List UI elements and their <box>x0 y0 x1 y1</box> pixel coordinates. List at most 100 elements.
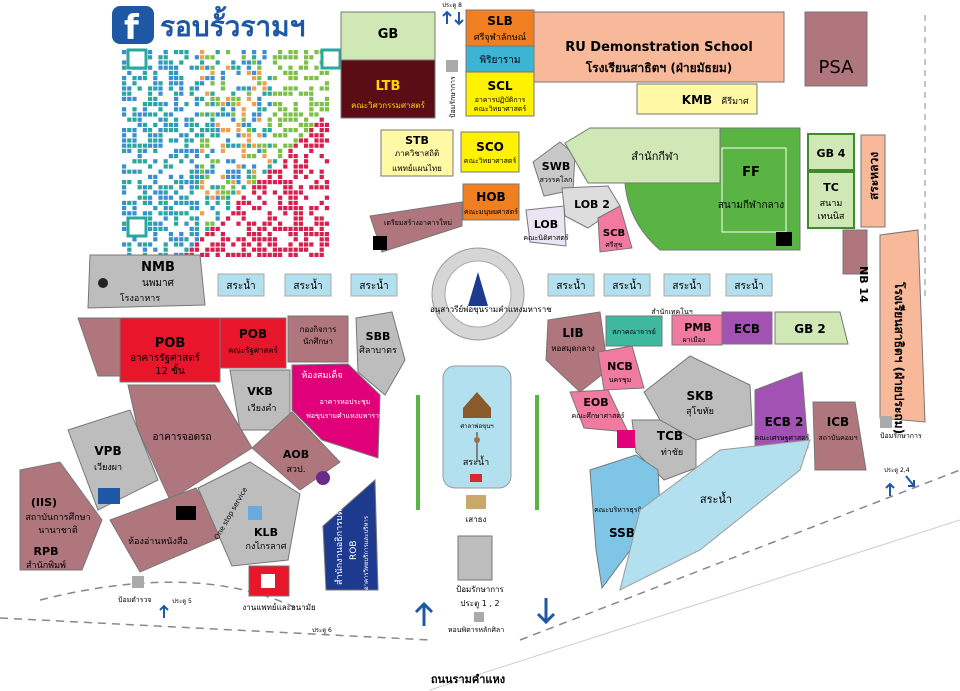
pool-3[interactable]: สระน้ำ <box>350 273 398 297</box>
svg-text:SSB: SSB <box>609 526 635 540</box>
building-icb[interactable]: ICB สถาบันคอมฯ <box>812 401 867 471</box>
building-stb[interactable]: STB ภาควิชาสถิติ แพทย์แผนไทย <box>380 129 454 177</box>
building-gb2[interactable]: GB 2 <box>774 311 849 345</box>
building-tcb[interactable]: TCB ท่าชัย <box>617 419 697 481</box>
svg-text:GB 2: GB 2 <box>794 322 826 336</box>
facebook-header[interactable]: f รอบรั้วรามฯ <box>112 5 305 48</box>
building-convention[interactable]: ห้องสมเด็จ อาคารหอประชุม พ่อขุนรามคำแหงม… <box>291 363 384 459</box>
field-ff[interactable]: FF สนามกีฬากลาง <box>624 127 801 251</box>
svg-text:คณะวิทยาศาสตร์: คณะวิทยาศาสตร์ <box>464 157 517 165</box>
building-psa[interactable]: PSA <box>804 11 868 87</box>
pool-2[interactable]: สระน้ำ <box>284 273 332 297</box>
building-kmb[interactable]: KMB คีรีมาศ <box>636 83 758 115</box>
building-demo-school[interactable]: RU Demonstration School โรงเรียนสาธิตฯ (… <box>533 11 785 83</box>
svg-text:ศาลาพ่อขุนฯ: ศาลาพ่อขุนฯ <box>460 423 493 430</box>
pool-1[interactable]: สระน้ำ <box>217 273 265 297</box>
building-gb[interactable]: GB <box>340 11 436 61</box>
svg-text:สถาบันคอมฯ: สถาบันคอมฯ <box>818 434 857 442</box>
svg-text:สำนักเทคโนฯ: สำนักเทคโนฯ <box>651 307 692 316</box>
building-demo-primary[interactable]: โรงเรียนสาธิตฯ (ฝ่ายประถม) <box>879 229 926 434</box>
building-sbb[interactable]: SBB ศิลาบาตร <box>355 311 406 396</box>
building-sco[interactable]: SCO คณะวิทยาศาสตร์ <box>460 131 520 173</box>
building-phiriyaram[interactable]: พิริยาราม <box>465 45 535 73</box>
restroom-icon <box>373 236 387 250</box>
gate-2-4[interactable]: ประตู 2,4 <box>884 467 915 496</box>
pools-west[interactable]: สระน้ำ สระน้ำ สระน้ำ สระน้ำ สระน้ำ สระน้ำ สระน… <box>217 273 773 297</box>
building-new-construction[interactable]: เตรียมสร้างอาคารใหม่ <box>369 201 463 253</box>
building-tc[interactable]: TC สนาม เทนนิส <box>807 171 855 229</box>
building-hob[interactable]: HOB คณะมนุษยศาสตร์ <box>462 183 520 221</box>
pond-sarahlong[interactable]: สระหลวง <box>860 134 886 228</box>
svg-text:คณะศึกษาศาสตร์: คณะศึกษาศาสตร์ <box>571 411 624 420</box>
building-iis[interactable]: (IIS) สถาบันการศึกษา นานาชาติ RPB สำนักพ… <box>19 461 120 571</box>
svg-text:SKB: SKB <box>686 389 713 403</box>
building-eob[interactable]: EOB คณะศึกษาศาสตร์ <box>569 389 629 433</box>
guard-post-icon <box>446 60 458 72</box>
flagpole[interactable]: เสาธง <box>466 474 487 524</box>
svg-text:โรงเรียนสาธิตฯ (ฝ่ายมัธยม): โรงเรียนสาธิตฯ (ฝ่ายมัธยม) <box>585 60 733 75</box>
building-parking[interactable]: อาคารจอดรถ <box>127 384 253 501</box>
svg-text:RU Demonstration School: RU Demonstration School <box>565 40 753 55</box>
building-student-affairs[interactable]: กองกิจการ นักศึกษา <box>287 315 349 363</box>
building-sports-office[interactable]: สำนักกีฬา <box>564 127 721 184</box>
building-pob-big[interactable]: POB อาคารรัฐศาสตร์ 12 ชั้น <box>77 317 221 383</box>
svg-text:คณะมนุษยศาสตร์: คณะมนุษยศาสตร์ <box>464 208 518 216</box>
svg-text:ป้อมตำรวจ: ป้อมตำรวจ <box>118 596 152 604</box>
building-ncb[interactable]: NCB นครชุม <box>597 345 645 391</box>
svg-text:สระน้ำ: สระน้ำ <box>463 455 489 468</box>
guard-post-icon <box>132 576 144 588</box>
building-rob[interactable]: สำนักงานอธิการบดี ROB อาคารวิทยบริการและ… <box>322 478 379 591</box>
svg-text:หอนพิตารหลักศิลา: หอนพิตารหลักศิลา <box>448 626 504 634</box>
page-name: รอบรั้วรามฯ <box>160 5 305 43</box>
svg-text:กงไกรลาศ: กงไกรลาศ <box>246 541 287 552</box>
gate-8[interactable]: ประตู 8 ป้อมรักษาการ <box>442 2 464 118</box>
pool-5[interactable]: สระน้ำ <box>603 273 651 297</box>
building-nmb[interactable]: NMB นพมาศ โรงอาหาร <box>87 254 206 309</box>
building-vpb[interactable]: VPB เวียงผา <box>67 409 159 511</box>
svg-text:คณะวิศวกรรมศาสตร์: คณะวิศวกรรมศาสตร์ <box>351 100 425 110</box>
svg-text:ห้องอ่านหนังสือ: ห้องอ่านหนังสือ <box>128 536 188 547</box>
building-scb[interactable]: SCB ศรีสุข <box>597 205 633 253</box>
clinic[interactable]: งานแพทย์และอนามัย <box>242 565 316 612</box>
building-lob[interactable]: LOB คณะนิติศาสตร์ <box>523 205 569 247</box>
building-skb[interactable]: SKB สุโขทัย <box>643 355 753 441</box>
svg-text:ROB: ROB <box>349 540 359 560</box>
building-klb[interactable]: One stop service KLB กงไกรลาศ <box>197 461 301 567</box>
building-ecb2[interactable]: ECB 2 คณะเศรษฐศาสตร์ <box>754 371 810 449</box>
svg-text:อนุสาวรีย์พ่อขุนรามคำแหงมหาราช: อนุสาวรีย์พ่อขุนรามคำแหงมหาราช <box>430 304 552 314</box>
building-gb4[interactable]: GB 4 <box>807 133 855 171</box>
pool-7[interactable]: สระน้ำ <box>725 273 773 297</box>
svg-text:VPB: VPB <box>94 444 121 458</box>
monument[interactable]: อนุสาวรีย์พ่อขุนรามคำแหงมหาราช <box>430 247 552 341</box>
building-scl[interactable]: SCL อาคารปฏิบัติการ คณะวิทยาศาสตร์ <box>465 71 535 117</box>
building-aob[interactable]: AOB สวป. <box>251 411 341 491</box>
building-teacher-union[interactable]: สภาคณาจารย์ <box>605 315 663 347</box>
shrine-icon <box>463 392 491 408</box>
pool-6[interactable]: สระน้ำ <box>663 273 711 297</box>
facebook-icon[interactable] <box>112 6 154 44</box>
building-ecb[interactable]: ECB <box>721 311 773 345</box>
svg-text:(IIS): (IIS) <box>31 496 57 509</box>
pool-label: สระน้ำ <box>612 278 641 292</box>
building-vkb[interactable]: VKB เวียงคำ <box>229 369 291 431</box>
reading-room[interactable]: ห้องอ่านหนังสือ <box>109 487 227 573</box>
building-lib[interactable]: LIB หอสมุดกลาง <box>545 311 609 393</box>
building-swb[interactable]: SWB สวรรคโลก <box>532 141 576 197</box>
pond-east[interactable]: สระน้ำ <box>619 439 811 591</box>
shrine-pond[interactable]: ศาลาพ่อขุนฯ สระน้ำ <box>442 365 512 489</box>
building-slb[interactable]: SLB ศรีจุฬาลักษณ์ <box>465 9 535 47</box>
svg-text:GB: GB <box>378 27 399 42</box>
building-pmb[interactable]: สำนักเทคโนฯ PMB ผาเมือง <box>651 307 723 346</box>
police-box[interactable]: ป้อมตำรวจ ประตู 5 ประตู 6 <box>118 576 332 634</box>
svg-text:สวป.: สวป. <box>286 465 305 475</box>
svg-text:ถนนรามคำแหง: ถนนรามคำแหง <box>431 673 505 686</box>
guard-post-east[interactable]: ป้อมรักษาการ <box>880 416 922 440</box>
building-ltb[interactable]: LTB คณะวิศวกรรมศาสตร์ <box>340 59 436 119</box>
main-gate[interactable]: ป้อมรักษาการ ประตู 1 , 2 หอนพิตารหลักศิล… <box>414 535 556 634</box>
road-label: ถนนรามคำแหง <box>431 673 505 686</box>
svg-text:สระน้ำ: สระน้ำ <box>700 491 732 506</box>
building-pob[interactable]: POB คณะรัฐศาสตร์ <box>219 317 287 369</box>
pool-4[interactable]: สระน้ำ <box>547 273 595 297</box>
svg-text:ECB: ECB <box>734 322 760 336</box>
building-nb14[interactable]: NB 14 <box>842 229 870 303</box>
